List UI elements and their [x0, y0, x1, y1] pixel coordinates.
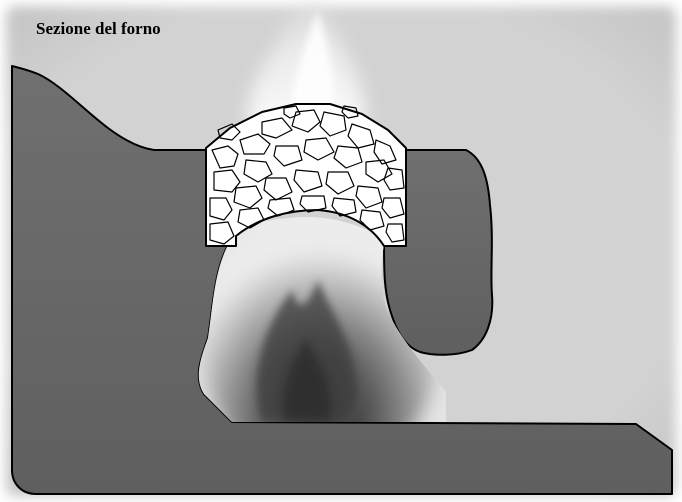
diagram-title: Sezione del forno [36, 19, 161, 38]
